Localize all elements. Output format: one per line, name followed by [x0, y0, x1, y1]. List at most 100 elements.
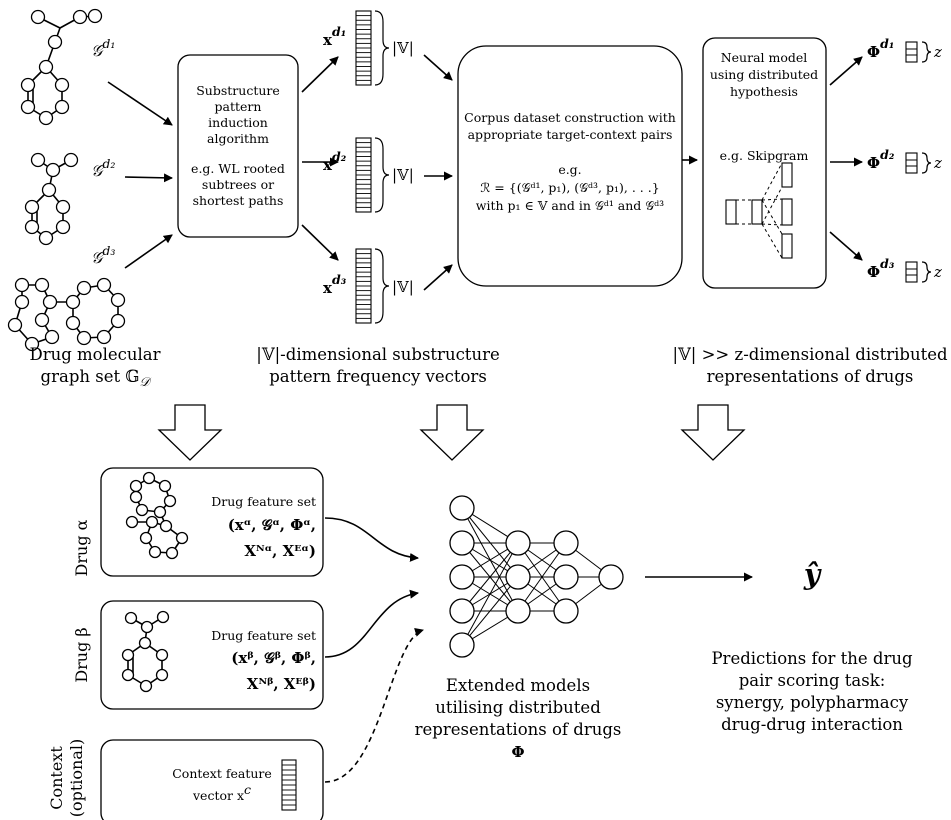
model-caption-line4: Φ	[511, 743, 524, 761]
svg-text:z: z	[933, 263, 942, 281]
svg-text:|𝕍|: |𝕍|	[392, 278, 414, 296]
induction-box-line2: pattern	[215, 99, 262, 114]
network-neuron	[449, 564, 475, 590]
drug-alpha-side-label: Drug α	[72, 519, 91, 576]
induction-box-line1: Substructure	[196, 83, 280, 98]
neural-box-line2: using distributed	[710, 67, 818, 82]
drug-alpha-features-line3: Xᴺᵅ, Xᴱᵅ)	[244, 542, 316, 560]
network-neuron	[505, 598, 531, 624]
caption-repr-line2: representations of drugs	[707, 367, 914, 386]
caption-vectors-line2: pattern frequency vectors	[269, 367, 487, 386]
frequency-vector-x1: xd₁ |𝕍|	[323, 10, 414, 86]
svg-text:z: z	[933, 154, 942, 172]
skipgram-sketch	[725, 162, 793, 259]
arrow-g2-to-induction	[124, 173, 173, 183]
network-neuron	[449, 598, 475, 624]
drug-alpha-features-line2: (xᵅ, 𝒢ᵅ, Φᵅ,	[228, 516, 316, 534]
arrow-x3-to-corpus	[423, 264, 453, 291]
arrow-neural-to-phi1	[829, 56, 863, 86]
svg-text:xd₃: xd₃	[323, 272, 347, 297]
drug-beta-features-line2: (xᵝ, 𝒢ᵝ, Φᵝ,	[231, 649, 316, 667]
model-caption-line2: utilising distributed	[435, 698, 601, 717]
network-neuron	[505, 530, 531, 556]
arrow-induction-to-x3	[301, 224, 339, 261]
graph-d2-label: 𝒢d₂	[91, 156, 115, 180]
context-side-label-2: (optional)	[67, 739, 86, 818]
arrow-beta-to-model	[324, 589, 419, 658]
caption-repr-line1: |𝕍| >> z-dimensional distributed	[672, 345, 948, 364]
arrow-x1-to-corpus	[423, 54, 453, 81]
corpus-box-line1: Corpus dataset construction with	[464, 110, 676, 125]
drug-beta-box	[100, 600, 324, 710]
corpus-box-line3: e.g.	[558, 162, 581, 177]
arrow-g1-to-induction	[107, 81, 173, 126]
network-neuron	[449, 495, 475, 521]
arrow-induction-to-x1	[301, 56, 339, 93]
arrow-neural-to-phi3	[829, 231, 863, 261]
down-arrow-right	[680, 404, 746, 461]
svg-text:Φd₂: Φd₂	[867, 147, 895, 172]
network-neuron	[598, 564, 624, 590]
svg-text:|𝕍|: |𝕍|	[392, 39, 414, 57]
corpus-box-line5: with p₁ ∈ 𝕍 and in 𝒢ᵈ¹ and 𝒢ᵈ³	[476, 198, 664, 213]
arrow-context-to-model	[324, 628, 424, 783]
model-caption-line1: Extended models	[446, 676, 590, 695]
svg-text:Φd₁: Φd₁	[867, 36, 894, 61]
induction-box-line6: subtrees or	[202, 177, 274, 192]
arrow-g3-to-induction	[124, 234, 173, 269]
graph-d1-label: 𝒢d₁	[91, 36, 115, 60]
molecular-graph-d1	[20, 8, 103, 126]
drug-beta-graph	[121, 610, 170, 693]
corpus-box	[457, 45, 683, 287]
svg-text:xd₁: xd₁	[323, 24, 346, 49]
network-neuron	[553, 598, 579, 624]
caption-vectors-line1: |𝕍|-dimensional substructure	[256, 345, 499, 364]
frequency-vector-x3: xd₃ |𝕍|	[323, 248, 414, 324]
neural-box-line4: e.g. Skipgram	[720, 148, 809, 163]
caption-graph-set-line1: Drug molecular	[29, 345, 160, 364]
context-box	[100, 739, 324, 820]
output-caption-line4: drug-drug interaction	[721, 715, 903, 734]
svg-text:z: z	[933, 43, 942, 61]
corpus-box-line2: appropriate target-context pairs	[468, 127, 673, 142]
context-side-label-1: Context	[47, 746, 66, 810]
model-caption-line3: representations of drugs	[415, 720, 622, 739]
embedding-phi1: Φd₁ z	[867, 36, 942, 63]
induction-box-line3: induction	[208, 115, 268, 130]
context-line2: vector xc	[192, 782, 251, 803]
molecular-graph-d2	[24, 152, 79, 246]
output-caption-line1: Predictions for the drug	[711, 649, 913, 668]
arrow-alpha-to-model	[324, 517, 419, 562]
corpus-box-line4: ℛ = {(𝒢ᵈ¹, p₁), (𝒢ᵈ³, p₁), . . .}	[480, 180, 659, 195]
network-neuron	[553, 564, 579, 590]
embedding-phi3: Φd₃ z	[867, 256, 942, 283]
output-caption-line2: pair scoring task:	[739, 671, 886, 690]
graph-d3-label: 𝒢d₃	[91, 243, 115, 267]
induction-box-line4: algorithm	[207, 131, 269, 146]
network-neuron	[449, 530, 475, 556]
neural-box-line3: hypothesis	[730, 84, 798, 99]
induction-box-line5: e.g. WL rooted	[191, 161, 285, 176]
drug-beta-title: Drug feature set	[211, 628, 316, 643]
drug-alpha-graph	[125, 471, 189, 560]
down-arrow-left	[157, 404, 223, 461]
context-vector	[281, 759, 297, 811]
induction-box-line7: shortest paths	[193, 193, 284, 208]
context-line1: Context feature	[172, 766, 272, 781]
drug-alpha-title: Drug feature set	[211, 494, 316, 509]
frequency-vector-x2: xd₂ |𝕍|	[323, 137, 414, 213]
embedding-phi2: Φd₂ z	[867, 147, 942, 174]
caption-graph-set-line2: graph set 𝔾𝒟	[41, 367, 152, 389]
svg-text:xd₂: xd₂	[323, 149, 347, 174]
extended-model-network	[449, 495, 624, 658]
svg-text:Φd₃: Φd₃	[867, 256, 895, 281]
neural-box-line1: Neural model	[721, 50, 808, 65]
neural-box	[702, 37, 827, 289]
down-arrow-middle	[419, 404, 485, 461]
drug-beta-features-line3: Xᴺᵝ, Xᴱᵝ)	[247, 675, 316, 693]
network-neuron	[553, 530, 579, 556]
svg-text:|𝕍|: |𝕍|	[392, 166, 414, 184]
network-neuron	[505, 564, 531, 590]
molecular-graph-d3	[7, 277, 126, 352]
